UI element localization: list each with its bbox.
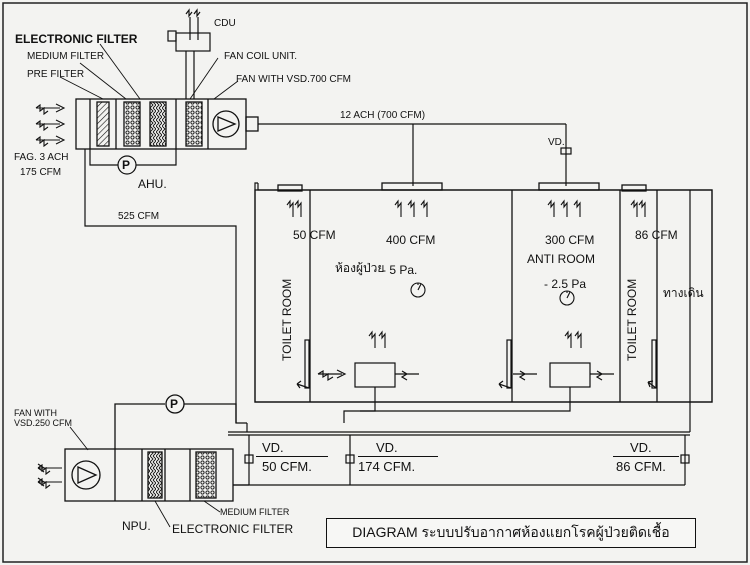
- npu-label: NPU.: [122, 519, 151, 533]
- ach-supply-label: 12 ACH (700 CFM): [340, 110, 426, 121]
- medium-filter-label: MEDIUM FILTER: [27, 51, 105, 62]
- cfm-525-label: 525 CFM: [118, 211, 160, 222]
- vd-86-cfm: 86 CFM.: [616, 459, 666, 474]
- vd-top-label: VD.: [548, 137, 565, 148]
- fag-cfm-label: 175 CFM: [20, 167, 62, 178]
- room-outline: [254, 182, 713, 403]
- ahu-pump-symbol: P: [122, 158, 131, 172]
- anti-room-cfm-label: 300 CFM: [545, 233, 595, 247]
- pre-filter-label: PRE FILTER: [27, 69, 85, 80]
- patient-room-name: ห้องผู้ป่วย: [335, 261, 385, 275]
- npu-medium-filter-label: MEDIUM FILTER: [220, 507, 290, 517]
- fan-with-vsd-700-label: FAN WITH VSD.700 CFM: [236, 74, 352, 85]
- toilet-room-right-label: TOILET ROOM: [625, 278, 639, 361]
- npu-electronic-filter-label: ELECTRONIC FILTER: [172, 522, 294, 536]
- ahu-unit: [75, 98, 259, 150]
- electronic-filter-label: ELECTRONIC FILTER: [15, 32, 138, 46]
- patient-room-pressure: - 5 Pa.: [382, 263, 418, 277]
- npu-unit: [64, 394, 237, 502]
- npu-fan-vsd-label: VSD.250 CFM: [14, 418, 73, 428]
- diagram-title: DIAGRAM ระบบปรับอากาศห้องแยกโรคผู้ป่วยติ…: [326, 518, 696, 548]
- toilet-right-cfm-label: 86 CFM: [635, 228, 678, 242]
- fan-coil-unit-label: FAN COIL UNIT.: [224, 51, 297, 62]
- toilet-left-cfm-label: 50 CFM: [293, 228, 336, 242]
- toilet-room-left-label: TOILET ROOM: [280, 278, 294, 361]
- pressure-gauge-patient-room: [410, 282, 426, 298]
- walkway-label: ทางเดิน: [663, 286, 704, 300]
- patient-room-cfm-label: 400 CFM: [386, 233, 436, 247]
- ahu-label: AHU.: [138, 177, 167, 191]
- vd-174-label: VD.: [376, 440, 398, 455]
- fag-ach-label: FAG. 3 ACH: [14, 152, 69, 163]
- npu-fan-with-label: FAN WITH: [14, 408, 57, 418]
- vd-86-label: VD.: [630, 440, 652, 455]
- vd-50-cfm: 50 CFM.: [262, 459, 312, 474]
- cdu-unit: [167, 8, 211, 99]
- pressure-gauge-anti-room: [559, 290, 575, 306]
- anti-room-pressure: - 2.5 Pa: [544, 277, 587, 291]
- anti-room-name: ANTI ROOM: [527, 252, 595, 266]
- cdu-label: CDU: [214, 18, 236, 29]
- npu-pump-symbol: P: [170, 397, 179, 411]
- vd-50-label: VD.: [262, 440, 284, 455]
- vd-174-cfm: 174 CFM.: [358, 459, 416, 474]
